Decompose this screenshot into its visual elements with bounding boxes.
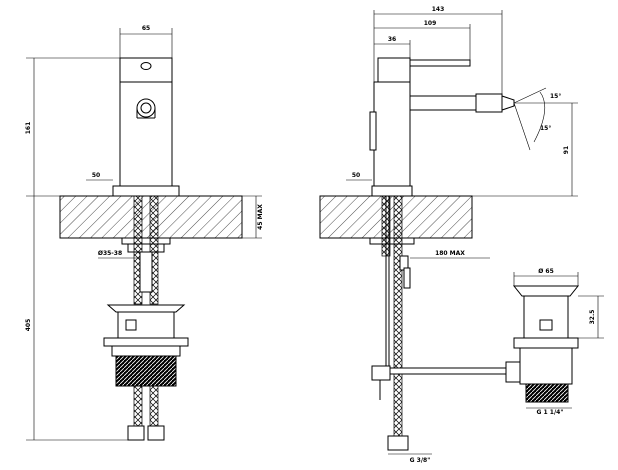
dim-side-lever-offset: 36 — [388, 36, 396, 43]
front-hose-right — [149, 195, 159, 305]
dim-pull-rod-max: 180 MAX — [435, 250, 465, 257]
dim-side-base: 50 — [352, 172, 360, 179]
side-hose — [393, 195, 403, 437]
dim-below-deck: 405 — [25, 319, 32, 332]
front-hose-left — [133, 195, 143, 305]
dim-deck-max: 45 MAX — [257, 204, 264, 230]
front-spout — [136, 98, 156, 118]
side-faucet-body — [373, 81, 411, 187]
dim-hole-dia: Ø35-38 — [98, 250, 122, 257]
side-lever — [409, 59, 471, 67]
dim-spray-angle-a: 15° — [550, 93, 561, 100]
dim-spray-angle-b: 15° — [540, 125, 551, 132]
side-spout — [409, 95, 479, 111]
dim-spout-height: 91 — [563, 146, 570, 154]
side-lift-rod — [389, 367, 511, 375]
side-view: 143 109 36 15° 15° 91 50 180 MAX Ø 65 32… — [319, 6, 604, 464]
dim-hose-thread: G 3/8" — [410, 457, 431, 464]
side-waste-body — [523, 295, 569, 339]
dim-waste-height: 32.5 — [589, 310, 596, 325]
side-waste-thread — [525, 383, 569, 403]
dim-side-spout-reach: 109 — [424, 20, 437, 27]
dim-waste-thread: G 1 1/4" — [537, 409, 564, 416]
dim-front-base: 50 — [92, 172, 100, 179]
dim-front-total-height: 161 — [25, 122, 32, 135]
dim-side-total-width: 143 — [432, 6, 445, 13]
front-base — [112, 185, 180, 197]
dim-waste-dia: Ø 65 — [538, 268, 554, 275]
dim-front-top-width: 65 — [142, 25, 150, 32]
front-waste-thread — [115, 355, 177, 387]
side-base — [371, 185, 413, 197]
front-faucet-body — [119, 57, 173, 187]
front-lever-slot — [140, 62, 152, 70]
front-view: 65 161 405 50 45 MAX Ø35-38 — [25, 25, 264, 441]
